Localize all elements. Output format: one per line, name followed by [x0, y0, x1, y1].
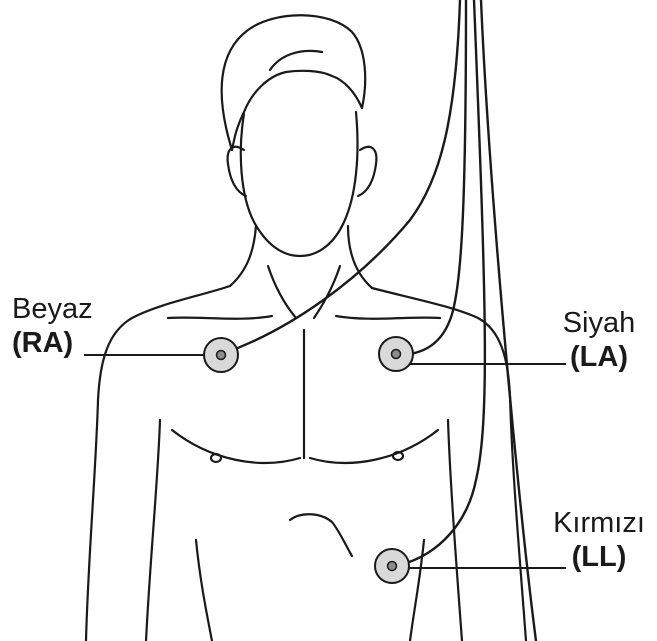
- left-pec: [172, 430, 300, 463]
- right-pec: [310, 430, 438, 463]
- label-ll: Kırmızı (LL): [548, 506, 650, 574]
- rib-right: [410, 540, 424, 641]
- right-ear: [358, 147, 376, 196]
- label-ra-code: (RA): [12, 326, 93, 360]
- left-arm-inner: [146, 420, 160, 641]
- neck-left: [230, 226, 256, 286]
- hair-strand: [270, 51, 322, 70]
- label-ra: Beyaz (RA): [12, 292, 93, 360]
- label-ra-name: Beyaz: [12, 292, 93, 326]
- label-ll-name: Kırmızı: [548, 506, 650, 540]
- label-la-name: Siyah: [558, 306, 640, 340]
- rib-left: [196, 540, 212, 641]
- electrode-ra: [204, 338, 238, 372]
- right-clavicle: [336, 316, 440, 319]
- label-ll-code: (LL): [548, 540, 650, 574]
- electrode-la: [379, 337, 413, 371]
- right-arm-inner: [448, 420, 462, 641]
- lead-wire-ll: [394, 0, 485, 566]
- lead-wire-extra: [481, 0, 536, 641]
- label-la: Siyah (LA): [558, 306, 640, 374]
- lead-wire-la: [396, 0, 466, 354]
- abdomen-line: [290, 514, 352, 556]
- electrode-ll: [375, 549, 409, 583]
- neck-muscle-left: [268, 266, 296, 318]
- left-clavicle: [168, 316, 272, 319]
- face-outline: [241, 112, 358, 256]
- label-la-code: (LA): [558, 340, 640, 374]
- hair-outline: [222, 15, 366, 150]
